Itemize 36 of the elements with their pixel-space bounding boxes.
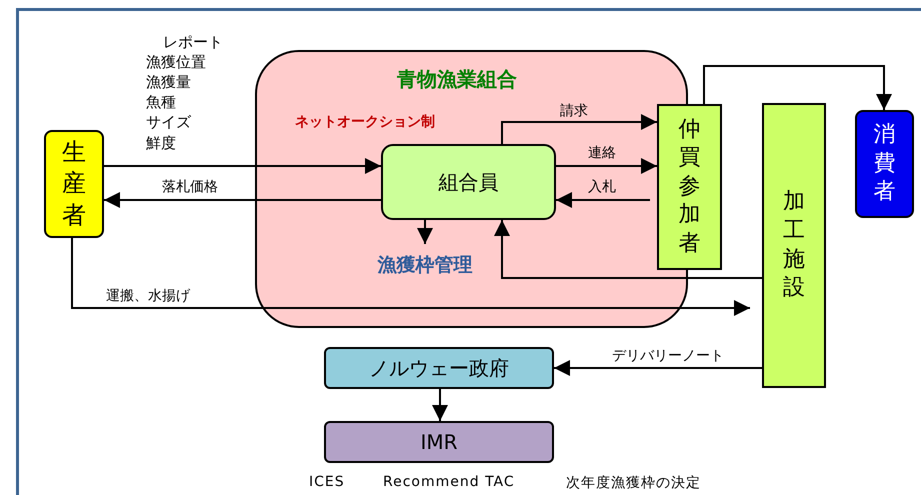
- group-title: 青物漁業組合: [397, 66, 517, 93]
- arrow: [432, 389, 448, 421]
- note-text: 魚種: [146, 93, 176, 112]
- group-subtitle: ネットオークション制: [295, 113, 435, 131]
- actor-box: 生産者: [44, 130, 104, 238]
- process-box: IMR: [324, 421, 554, 463]
- arrow: [104, 158, 381, 174]
- process-box: 組合員: [381, 144, 556, 220]
- process-box: 仲買参加者: [657, 104, 722, 270]
- note-text: ICES: [309, 474, 345, 490]
- arrow: [556, 158, 657, 174]
- note-text: 鮮度: [146, 134, 176, 153]
- arrow: [703, 65, 892, 110]
- arrow: [501, 114, 657, 144]
- note-text: 漁獲量: [146, 73, 191, 92]
- edge-label: 連絡: [588, 144, 616, 162]
- arrow: [494, 220, 762, 279]
- note-text: Recommend TAC: [383, 474, 515, 490]
- note-text: 次年度漁獲枠の決定: [566, 474, 701, 492]
- edge-label: デリバリーノート: [612, 347, 724, 365]
- arrow: [556, 192, 650, 208]
- note-text: レポート: [163, 33, 223, 52]
- arrow: [554, 360, 762, 376]
- arrow: [71, 238, 750, 316]
- arrow: [417, 220, 433, 244]
- edge-label: 運搬、水揚げ: [106, 287, 190, 305]
- edge-label: 請求: [560, 102, 588, 120]
- process-box: ノルウェー政府: [324, 347, 554, 389]
- edge-label: 落札価格: [162, 178, 218, 196]
- edge-label: 入札: [588, 178, 616, 196]
- note-text: 漁獲位置: [146, 53, 206, 72]
- actor-box: 消費者: [855, 110, 914, 218]
- note-text: サイズ: [146, 113, 191, 132]
- process-box: 加工施設: [762, 103, 826, 388]
- node-label: 漁獲枠管理: [360, 250, 490, 280]
- arrow: [104, 192, 381, 208]
